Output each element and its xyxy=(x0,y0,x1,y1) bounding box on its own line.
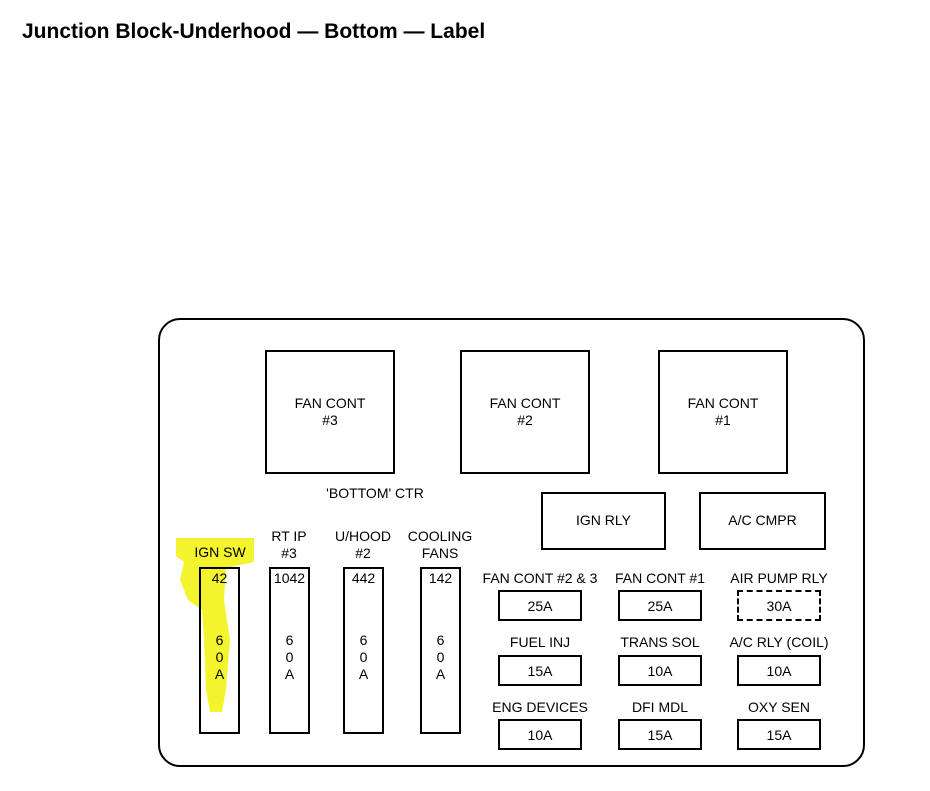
maxi-fuse-label-cooling-fans: COOLING FANS xyxy=(408,528,473,562)
mini-fuse-dfi-mdl: 15A xyxy=(618,719,702,750)
mini-fuse-value: 15A xyxy=(527,662,553,679)
maxi-fuse-rt-ip: 1042 6 0 A xyxy=(269,567,310,734)
mini-fuse-label: A/C RLY (COIL) xyxy=(729,634,829,650)
maxi-fuse-code: 1042 xyxy=(273,570,306,586)
maxi-fuse-label-line2: #2 xyxy=(355,544,371,561)
mini-fuse-value: 10A xyxy=(527,726,553,743)
mini-fuse-label: FAN CONT #2 & 3 xyxy=(482,570,598,586)
relay-fan-cont-2: FAN CONT #2 xyxy=(460,350,590,474)
rating-unit: A xyxy=(284,665,295,682)
maxi-fuse-code: 442 xyxy=(351,570,376,586)
mini-fuse-value: 30A xyxy=(766,597,792,614)
mini-fuse-fuel-inj: 15A xyxy=(498,655,582,686)
relay-number: #1 xyxy=(715,412,731,428)
maxi-fuse-rating: 6 0 A xyxy=(422,632,459,682)
mini-fuse-label: AIR PUMP RLY xyxy=(730,570,828,586)
relay-label: FAN CONT xyxy=(294,394,366,411)
mini-fuse-value: 25A xyxy=(647,597,673,614)
rating-digit: 0 xyxy=(285,648,294,665)
rating-digit: 6 xyxy=(359,632,368,648)
maxi-fuse-ign-sw: 42 6 0 A xyxy=(199,567,240,734)
relay-label: FAN CONT xyxy=(687,394,759,411)
rating-digit: 6 xyxy=(215,632,224,648)
relay-ign-rly: IGN RLY xyxy=(541,492,666,550)
maxi-fuse-u-hood: 442 6 0 A xyxy=(343,567,384,734)
maxi-fuse-code: 42 xyxy=(211,570,228,586)
bottom-ctr-label: 'BOTTOM' CTR xyxy=(326,485,424,501)
relay-fan-cont-1: FAN CONT #1 xyxy=(658,350,788,474)
relay-label: IGN RLY xyxy=(576,512,631,529)
rating-unit: A xyxy=(358,665,369,682)
relay-label: A/C CMPR xyxy=(728,512,797,529)
mini-fuse-fan-cont-1: 25A xyxy=(618,590,702,621)
maxi-fuse-cooling-fans: 142 6 0 A xyxy=(420,567,461,734)
mini-fuse-oxy-sen: 15A xyxy=(737,719,821,750)
mini-fuse-label: DFI MDL xyxy=(632,699,688,715)
maxi-fuse-rating: 6 0 A xyxy=(271,632,308,682)
relay-ac-cmpr: A/C CMPR xyxy=(699,492,826,550)
maxi-fuse-label-line2: FANS xyxy=(421,544,459,561)
maxi-fuse-label-line1: U/HOOD xyxy=(335,528,391,544)
mini-fuse-label: ENG DEVICES xyxy=(492,699,588,715)
mini-fuse-value: 15A xyxy=(647,726,673,743)
maxi-fuse-label-ign-sw: IGN SW xyxy=(194,544,245,561)
mini-fuse-value: 10A xyxy=(647,662,673,679)
rating-digit: 0 xyxy=(436,648,445,665)
maxi-fuse-code: 142 xyxy=(428,570,453,586)
relay-number: #3 xyxy=(322,412,338,428)
maxi-fuse-label-line2: #3 xyxy=(281,544,297,561)
mini-fuse-label: TRANS SOL xyxy=(620,634,700,650)
junction-block-outline xyxy=(158,318,865,767)
maxi-fuse-label-line1: IGN SW xyxy=(194,544,246,560)
mini-fuse-eng-devices: 10A xyxy=(498,719,582,750)
rating-digit: 6 xyxy=(285,632,294,648)
rating-digit: 0 xyxy=(359,648,368,665)
mini-fuse-value: 10A xyxy=(766,662,792,679)
mini-fuse-label: FAN CONT #1 xyxy=(615,570,705,586)
mini-fuse-label: OXY SEN xyxy=(748,699,810,715)
mini-fuse-trans-sol: 10A xyxy=(618,655,702,686)
relay-fan-cont-3: FAN CONT #3 xyxy=(265,350,395,474)
mini-fuse-fan-cont-2-3: 25A xyxy=(498,590,582,621)
mini-fuse-value: 15A xyxy=(766,726,792,743)
maxi-fuse-label-line1: RT IP xyxy=(271,528,307,544)
page-title: Junction Block-Underhood — Bottom — Labe… xyxy=(22,20,486,43)
mini-fuse-label: FUEL INJ xyxy=(509,634,571,650)
rating-digit: 0 xyxy=(215,648,224,665)
relay-label: FAN CONT xyxy=(489,394,561,411)
maxi-fuse-label-rt-ip: RT IP #3 xyxy=(271,528,306,562)
relay-number: #2 xyxy=(517,412,533,428)
maxi-fuse-label-line1: COOLING xyxy=(407,528,473,544)
rating-unit: A xyxy=(214,665,225,682)
mini-fuse-air-pump-rly: 30A xyxy=(737,590,821,621)
maxi-fuse-label-u-hood: U/HOOD #2 xyxy=(335,528,391,562)
rating-digit: 6 xyxy=(436,632,445,648)
maxi-fuse-rating: 6 0 A xyxy=(201,632,238,682)
mini-fuse-value: 25A xyxy=(527,597,553,614)
maxi-fuse-rating: 6 0 A xyxy=(345,632,382,682)
mini-fuse-ac-rly-coil: 10A xyxy=(737,655,821,686)
rating-unit: A xyxy=(435,665,446,682)
